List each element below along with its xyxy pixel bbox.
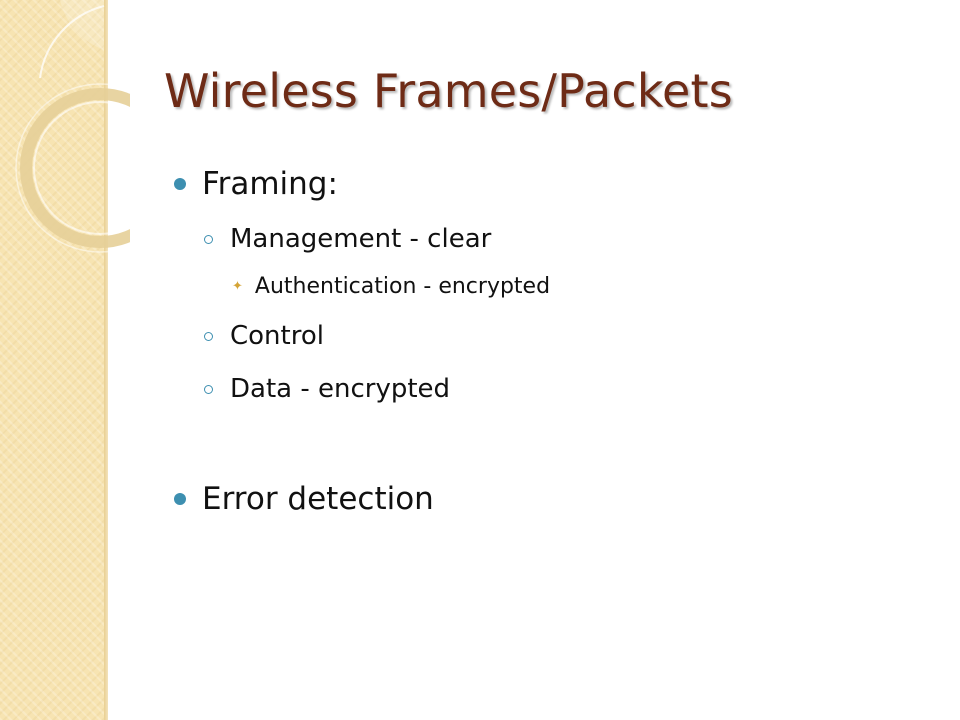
bullet-data: Data - encrypted bbox=[204, 374, 450, 404]
bullet-text: Framing: bbox=[202, 166, 338, 202]
bullet-error-detection: Error detection bbox=[174, 481, 434, 517]
bullet-text: Authentication - encrypted bbox=[254, 274, 551, 299]
bullet-management: Management - clear bbox=[204, 224, 491, 254]
bullet-framing: Framing: bbox=[174, 166, 338, 202]
bullet-text: Management - clear bbox=[230, 224, 492, 254]
bullet-dot-icon bbox=[174, 178, 186, 190]
decorative-circles bbox=[15, 0, 130, 253]
bullet-dot-icon bbox=[174, 493, 186, 505]
bullet-authentication: ✦ Authentication - encrypted bbox=[232, 274, 550, 299]
decorative-side-band bbox=[0, 0, 104, 720]
bullet-ring-icon bbox=[204, 384, 213, 394]
bullet-ring-icon bbox=[204, 234, 213, 244]
bullet-star-icon: ✦ bbox=[232, 279, 243, 294]
bullet-text: Control bbox=[230, 321, 324, 351]
slide-title: Wireless Frames/Packets bbox=[164, 64, 733, 118]
side-band-edge bbox=[104, 0, 108, 720]
bullet-text: Error detection bbox=[202, 481, 434, 517]
bullet-control: Control bbox=[204, 321, 324, 351]
bullet-text: Data - encrypted bbox=[230, 374, 451, 404]
bullet-ring-icon bbox=[204, 331, 213, 341]
